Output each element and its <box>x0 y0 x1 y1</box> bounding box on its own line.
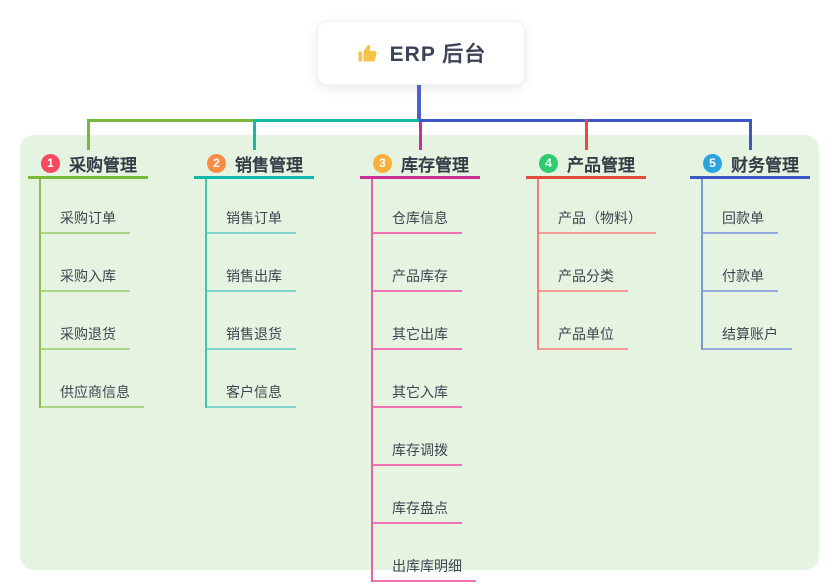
branch-finance: 5 财务管理 回款单 付款单 结算账户 <box>690 150 820 350</box>
tree-node[interactable]: 其它出库 <box>373 292 462 350</box>
branch-sales: 2 销售管理 销售订单 销售出库 销售退货 客户信息 <box>194 150 324 408</box>
branch-label: 采购管理 <box>69 155 137 175</box>
connector-drop-sales <box>253 119 256 150</box>
branch-finance-subtree: 回款单 付款单 结算账户 <box>701 179 792 350</box>
connector-bus-purchase <box>87 119 254 122</box>
connector-drop-product <box>585 119 588 150</box>
tree-node[interactable]: 付款单 <box>703 234 778 292</box>
tree-node[interactable]: 采购退货 <box>41 292 130 350</box>
tree-node[interactable]: 结算账户 <box>703 292 792 350</box>
branch-label: 库存管理 <box>401 155 469 175</box>
branch-number-badge: 2 <box>207 153 226 173</box>
connector-drop-purchase <box>87 119 90 150</box>
tree-node[interactable]: 仓库信息 <box>373 179 462 234</box>
branch-purchase-subtree: 采购订单 采购入库 采购退货 供应商信息 <box>39 179 144 408</box>
branch-number-badge: 3 <box>373 153 392 173</box>
tree-node[interactable]: 销售订单 <box>207 179 296 234</box>
branch-inventory-title[interactable]: 3 库存管理 <box>360 150 480 179</box>
tree-node[interactable]: 产品库存 <box>373 234 462 292</box>
tree-node[interactable]: 其它入库 <box>373 350 462 408</box>
branch-inventory-subtree: 仓库信息 产品库存 其它出库 其它入库 库存调拨 库存盘点 出库库明细 <box>371 179 476 582</box>
branch-number-badge: 4 <box>539 153 558 173</box>
connector-bus-sales <box>253 119 420 122</box>
branch-product: 4 产品管理 产品（物料） 产品分类 产品单位 <box>526 150 656 350</box>
tree-node[interactable]: 回款单 <box>703 179 778 234</box>
tree-node[interactable]: 产品单位 <box>539 292 628 350</box>
branches-background-panel <box>20 135 819 570</box>
branch-label: 产品管理 <box>567 155 635 175</box>
branch-inventory: 3 库存管理 仓库信息 产品库存 其它出库 其它入库 库存调拨 库存盘点 出库库… <box>360 150 490 582</box>
tree-node[interactable]: 采购订单 <box>41 179 130 234</box>
root-node[interactable]: ERP 后台 <box>317 21 525 85</box>
branch-finance-title[interactable]: 5 财务管理 <box>690 150 810 179</box>
tree-node[interactable]: 采购入库 <box>41 234 130 292</box>
branch-label: 财务管理 <box>731 155 799 175</box>
tree-node[interactable]: 产品（物料） <box>539 179 656 234</box>
tree-node[interactable]: 销售出库 <box>207 234 296 292</box>
tree-node[interactable]: 库存盘点 <box>373 466 462 524</box>
root-node-label: ERP 后台 <box>389 43 487 66</box>
branch-sales-subtree: 销售订单 销售出库 销售退货 客户信息 <box>205 179 296 408</box>
branch-product-subtree: 产品（物料） 产品分类 产品单位 <box>537 179 656 350</box>
tree-node[interactable]: 出库库明细 <box>373 524 476 582</box>
tree-node[interactable]: 产品分类 <box>539 234 628 292</box>
connector-root-line <box>417 83 421 121</box>
connector-drop-inventory <box>419 122 422 150</box>
branch-number-badge: 1 <box>41 153 60 173</box>
thumbs-up-icon <box>356 41 380 65</box>
tree-node[interactable]: 客户信息 <box>207 350 296 408</box>
branch-sales-title[interactable]: 2 销售管理 <box>194 150 314 179</box>
branch-number-badge: 5 <box>703 153 722 173</box>
tree-node[interactable]: 供应商信息 <box>41 350 144 408</box>
connector-drop-finance <box>749 119 752 150</box>
tree-node[interactable]: 库存调拨 <box>373 408 462 466</box>
tree-node[interactable]: 销售退货 <box>207 292 296 350</box>
branch-purchase-title[interactable]: 1 采购管理 <box>28 150 148 179</box>
branch-product-title[interactable]: 4 产品管理 <box>526 150 646 179</box>
branch-purchase: 1 采购管理 采购订单 采购入库 采购退货 供应商信息 <box>28 150 158 408</box>
branch-label: 销售管理 <box>235 155 303 175</box>
